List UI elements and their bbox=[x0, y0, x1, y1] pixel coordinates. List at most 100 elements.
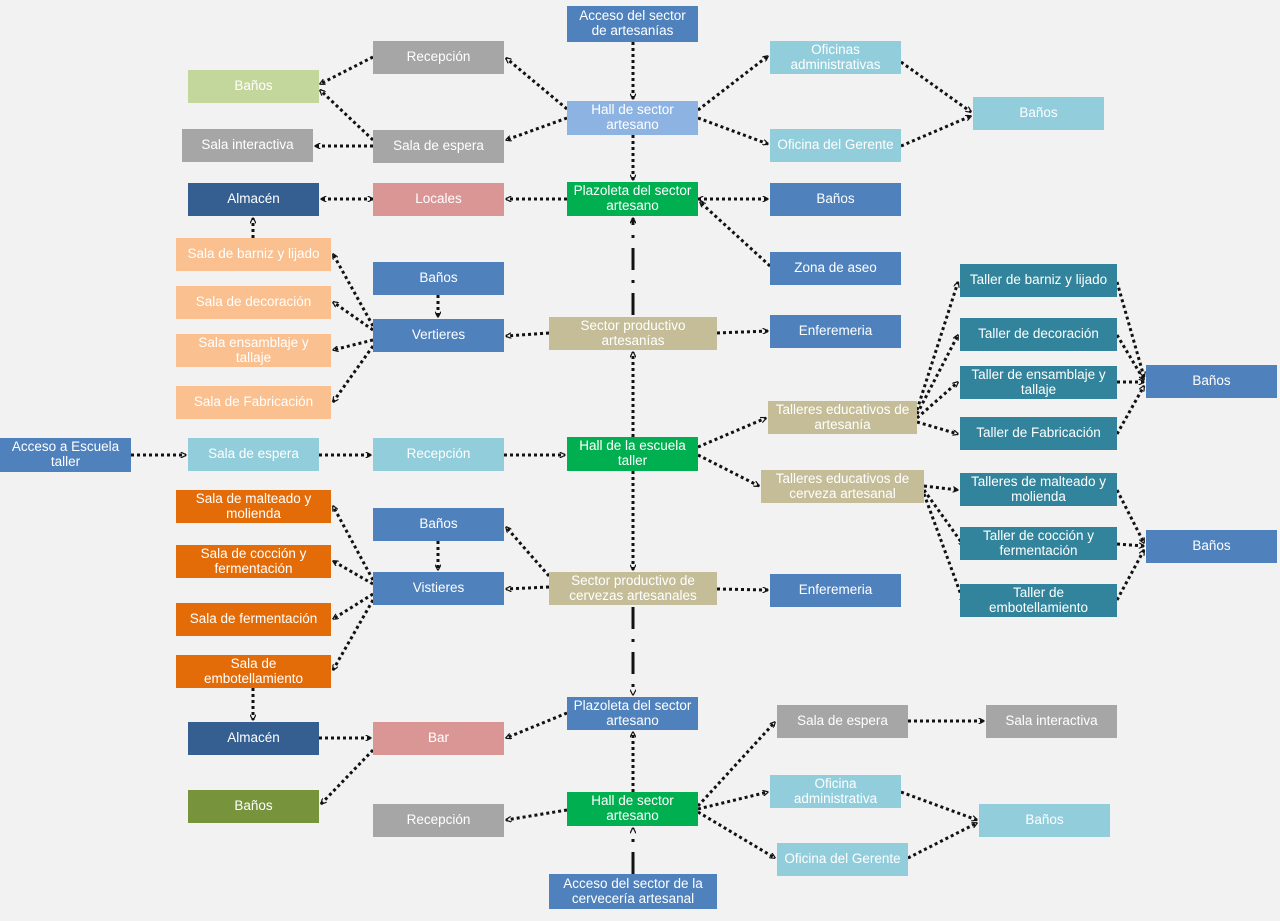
node-vistieres: Vistieres bbox=[373, 572, 504, 605]
node-acceso-escuela: Acceso a Escuela taller bbox=[0, 438, 131, 472]
node-locales: Locales bbox=[373, 183, 504, 216]
connector-arrow bbox=[697, 116, 768, 144]
node-sala-espera-3: Sala de espera bbox=[777, 705, 908, 738]
node-banos-1: Baños bbox=[188, 70, 319, 103]
connector-arrow bbox=[506, 116, 568, 140]
node-sala-fabricacion: Sala de Fabricación bbox=[176, 386, 331, 419]
connector-arrow bbox=[923, 484, 958, 490]
connector-arrow bbox=[900, 790, 977, 820]
connector-arrow bbox=[506, 711, 568, 740]
node-sector-artesanias: Sector productivo artesanías bbox=[549, 317, 717, 350]
node-recepcion-1: Recepción bbox=[373, 41, 504, 74]
node-taller-embotellamiento: Taller de embotellamiento bbox=[960, 584, 1117, 617]
node-recepcion-3: Recepción bbox=[373, 804, 504, 837]
node-oficina-gerente-1: Oficina del Gerente bbox=[770, 129, 901, 162]
node-sala-espera-1: Sala de espera bbox=[373, 130, 504, 163]
node-talleres-malteado: Talleres de malteado y molienda bbox=[960, 473, 1117, 506]
node-sala-ensamblaje: Sala ensamblaje y tallaje bbox=[176, 334, 331, 367]
connector-arrow bbox=[1115, 489, 1146, 543]
node-banos-3: Baños bbox=[770, 183, 901, 216]
node-oficina-administrativa-2: Oficina administrativa bbox=[770, 775, 901, 808]
node-sala-decoracion: Sala de decoración bbox=[176, 286, 331, 319]
connector-arrow bbox=[333, 338, 374, 350]
connector-arrow bbox=[697, 54, 768, 112]
connector-arrow bbox=[697, 453, 759, 488]
connector-arrow bbox=[1115, 550, 1146, 601]
connector-arrow bbox=[506, 527, 551, 577]
connector-arrow bbox=[716, 589, 768, 590]
node-sector-cervezas: Sector productivo de cervezas artesanale… bbox=[549, 572, 717, 605]
node-banos-vistieres: Baños bbox=[373, 508, 504, 541]
node-banos-5: Baños bbox=[1146, 365, 1277, 398]
connector-arrow bbox=[922, 493, 964, 603]
node-hall-escuela: Hall de la escuela taller bbox=[567, 437, 698, 471]
node-hall-sector-artesano-1: Hall de sector artesano bbox=[567, 101, 698, 135]
connector-arrow bbox=[900, 60, 971, 114]
node-taller-barniz: Taller de barniz y lijado bbox=[960, 264, 1117, 297]
node-talleres-artesania: Talleres educativos de artesanía bbox=[768, 401, 917, 434]
connector-arrow bbox=[333, 592, 374, 621]
node-taller-coccion: Taller de cocción y fermentación bbox=[960, 527, 1117, 560]
connector-arrow bbox=[916, 382, 958, 420]
connector-arrow bbox=[331, 599, 375, 670]
connector-arrow bbox=[506, 585, 550, 589]
node-oficina-gerente-2: Oficina del Gerente bbox=[777, 843, 908, 876]
connector-arrow bbox=[915, 335, 960, 415]
connector-arrow bbox=[333, 300, 374, 332]
node-taller-ensamblaje: Taller de ensamblaje y tallaje bbox=[960, 366, 1117, 399]
node-sala-barniz: Sala de barniz y lijado bbox=[176, 238, 331, 271]
node-vertieres: Vertieres bbox=[373, 319, 504, 352]
connector-arrow bbox=[916, 420, 958, 434]
node-sala-espera-2: Sala de espera bbox=[188, 438, 319, 471]
node-sala-coccion: Sala de cocción y fermentación bbox=[176, 545, 331, 578]
connector-arrow bbox=[696, 722, 775, 808]
connector-arrow bbox=[1115, 386, 1146, 435]
node-hall-sector-artesano-2: Hall de sector artesano bbox=[567, 792, 698, 826]
node-enfermeria-1: Enferemeria bbox=[770, 315, 901, 348]
connector-arrow bbox=[1115, 334, 1146, 380]
node-banos-8: Baños bbox=[979, 804, 1110, 837]
node-taller-fabricacion: Taller de Fabricación bbox=[960, 417, 1117, 450]
node-banos-2: Baños bbox=[973, 97, 1104, 130]
connector-arrow bbox=[333, 559, 374, 586]
connector-arrow bbox=[331, 254, 375, 327]
node-enfermeria-2: Enferemeria bbox=[770, 574, 901, 607]
connector-arrow bbox=[506, 58, 568, 111]
node-almacen-1: Almacén bbox=[188, 183, 319, 216]
node-almacen-2: Almacén bbox=[188, 722, 319, 755]
connector-arrow bbox=[697, 792, 768, 811]
node-sala-interactiva-2: Sala interactiva bbox=[986, 705, 1117, 738]
node-acceso-cerveceria: Acceso del sector de la cervecería artes… bbox=[549, 874, 717, 909]
connector-arrow bbox=[915, 282, 958, 411]
node-recepcion-2: Recepción bbox=[373, 438, 504, 471]
connector-arrow bbox=[506, 331, 550, 336]
node-bar: Bar bbox=[373, 722, 504, 755]
connector-arrow bbox=[900, 114, 971, 148]
connector-arrow bbox=[700, 202, 772, 268]
connector-arrow bbox=[716, 331, 768, 335]
node-banos-olive: Baños bbox=[188, 790, 319, 823]
node-banos-vertieres: Baños bbox=[373, 262, 504, 295]
node-sala-embotellamiento: Sala de embotellamiento bbox=[176, 655, 331, 688]
connector-arrow bbox=[697, 810, 775, 860]
connector-arrow bbox=[1115, 281, 1144, 377]
connector-arrow bbox=[331, 506, 375, 581]
connector-arrow bbox=[1116, 542, 1144, 546]
connector-arrow bbox=[922, 489, 966, 546]
connector-arrow bbox=[320, 55, 374, 86]
node-zona-aseo: Zona de aseo bbox=[770, 252, 901, 285]
connector-arrow bbox=[320, 90, 375, 142]
node-plazoleta-1: Plazoleta del sector artesano bbox=[567, 182, 698, 216]
node-sala-malteado: Sala de malteado y molienda bbox=[176, 490, 331, 523]
node-oficinas-administrativas: Oficinas administrativas bbox=[770, 41, 901, 74]
node-talleres-cerveza: Talleres educativos de cerveza artesanal bbox=[761, 470, 924, 503]
node-sala-interactiva-1: Sala interactiva bbox=[182, 129, 313, 162]
node-sala-fermentacion: Sala de fermentación bbox=[176, 603, 331, 636]
node-plazoleta-2: Plazoleta del sector artesano bbox=[567, 697, 698, 730]
connector-arrow bbox=[506, 808, 568, 820]
node-banos-7: Baños bbox=[1146, 530, 1277, 563]
connector-arrow bbox=[907, 821, 977, 860]
connector-arrow bbox=[321, 748, 375, 804]
connector-arrow bbox=[331, 345, 375, 402]
node-taller-decoracion: Taller de decoración bbox=[960, 318, 1117, 351]
